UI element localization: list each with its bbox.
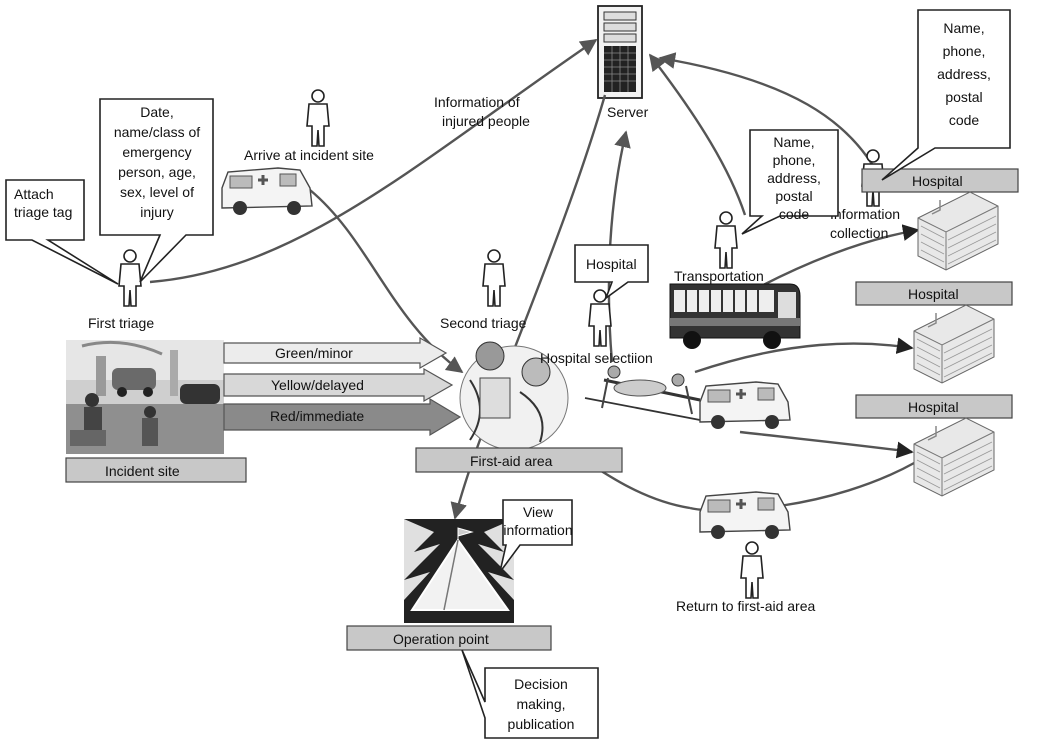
person-icon-first-triage xyxy=(118,249,142,307)
callout-date-line-4: person, age, xyxy=(118,164,196,180)
person-icon-second-triage xyxy=(482,249,506,307)
callout-view-information: View information xyxy=(499,499,573,573)
callout-date-line-1: Date, xyxy=(140,104,173,120)
person-icon-transportation xyxy=(714,211,738,269)
hospital-building-icon-2 xyxy=(913,304,995,384)
callout-attach-line-2: triage tag xyxy=(14,204,72,220)
flow-to-hospital2 xyxy=(694,337,914,374)
person-icon-return xyxy=(740,541,764,599)
transportation-label: Transportation xyxy=(674,268,764,284)
server-label: Server xyxy=(607,104,649,120)
hospital-selection-label: Hospital selectiion xyxy=(540,350,653,366)
hospital-label-2: Hospital xyxy=(908,286,959,302)
hospital-building-icon-1 xyxy=(917,191,999,271)
callout-date-line-5: sex, level of xyxy=(120,184,194,200)
first-aid-area-box xyxy=(415,447,623,473)
callout-name-right: Name, phone, address, postal code xyxy=(881,9,1011,181)
callout-view-line-2: information xyxy=(503,522,572,538)
stretcher-image xyxy=(601,365,701,415)
callout-hospital-line-1: Hospital xyxy=(586,256,637,272)
tent-icon xyxy=(404,519,514,623)
callout-name-mid: Name, phone, address, postal code xyxy=(741,129,839,235)
callout-decision-making: Decision making, publication xyxy=(461,649,599,739)
flow-info-to-server xyxy=(149,39,598,284)
callout-decision-line-2: making, xyxy=(516,696,565,712)
person-icon-arrive xyxy=(306,89,330,147)
callout-name-right-line-2: phone, xyxy=(943,43,986,59)
callout-name-mid-line-4: postal xyxy=(775,188,812,204)
operation-point-box xyxy=(346,625,552,651)
flow-name-mid-to-server xyxy=(648,53,747,216)
callout-name-right-line-3: address, xyxy=(937,66,991,82)
arrow-red-immediate-label: Red/immediate xyxy=(270,408,364,424)
callout-decision-line-3: publication xyxy=(508,716,575,732)
callout-view-line-1: View xyxy=(523,504,554,520)
hospital-building-icon-3 xyxy=(913,417,995,497)
ambulance-icon-return xyxy=(698,490,792,541)
server-icon xyxy=(597,5,643,99)
arrow-green-minor xyxy=(223,336,448,370)
info-injured-label-2: injured people xyxy=(442,113,530,129)
callout-attach-triage-tag: Attach triage tag xyxy=(5,179,119,285)
flow-hospital-to-server xyxy=(607,130,631,363)
info-collection-label-1: Information xyxy=(830,206,900,222)
return-label: Return to first-aid area xyxy=(676,598,815,614)
callout-name-right-line-4: postal xyxy=(945,89,982,105)
info-collection-label-2: collection xyxy=(830,225,888,241)
flow-transport-to-hospital1 xyxy=(749,224,920,294)
arrow-yellow-delayed xyxy=(223,367,454,403)
callout-decision-line-1: Decision xyxy=(514,676,568,692)
incident-site-box xyxy=(65,457,247,483)
callout-name-mid-line-1: Name, xyxy=(773,134,814,150)
hospital-label-1: Hospital xyxy=(912,173,963,189)
callout-attach-line-1: Attach xyxy=(14,186,54,202)
callout-name-mid-line-3: address, xyxy=(767,170,821,186)
callout-date-line-3: emergency xyxy=(122,144,191,160)
callout-date-line-6: injury xyxy=(140,204,173,220)
first-triage-label: First triage xyxy=(88,315,154,331)
flow-server-to-operation xyxy=(450,94,607,520)
bus-icon xyxy=(669,283,801,349)
hospital-box-2 xyxy=(855,281,1013,306)
ambulance-icon-arrive xyxy=(220,166,314,217)
arrow-red-immediate xyxy=(223,397,462,437)
callout-date-name-class: Date, name/class of emergency person, ag… xyxy=(99,98,214,283)
ambulance-icon-dispatch xyxy=(698,380,792,431)
hospital-label-3: Hospital xyxy=(908,399,959,415)
operation-point-label: Operation point xyxy=(393,631,489,647)
incident-scene-image xyxy=(66,340,224,454)
first-aid-area-label: First-aid area xyxy=(470,453,553,469)
info-injured-label-1: Information of xyxy=(434,94,520,110)
callout-hospital: Hospital xyxy=(574,244,649,301)
hospital-box-3 xyxy=(855,394,1013,419)
second-triage-label: Second triage xyxy=(440,315,527,331)
patients-image xyxy=(459,341,569,451)
callout-name-right-line-5: code xyxy=(949,112,980,128)
hospital-box-1 xyxy=(861,168,1019,193)
callout-name-mid-line-2: phone, xyxy=(773,152,816,168)
incident-site-label: Incident site xyxy=(105,463,180,479)
flow-to-hospital3 xyxy=(739,430,914,459)
callout-name-right-line-1: Name, xyxy=(943,20,984,36)
flow-to-ambulance xyxy=(584,397,701,421)
arrow-yellow-delayed-label: Yellow/delayed xyxy=(271,377,364,393)
callout-name-mid-line-5: code xyxy=(779,206,810,222)
arrive-label: Arrive at incident site xyxy=(244,147,374,163)
arrow-green-minor-label: Green/minor xyxy=(275,345,353,361)
callout-date-line-2: name/class of xyxy=(114,124,200,140)
